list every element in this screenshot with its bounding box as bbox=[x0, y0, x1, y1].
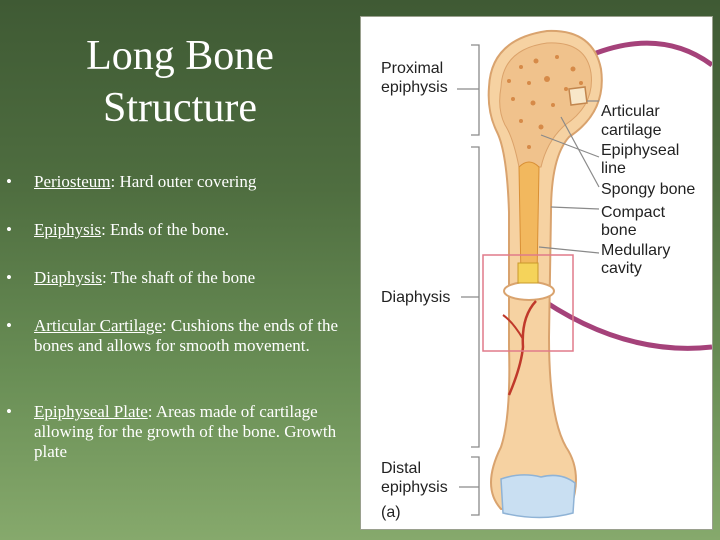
definition-articular-cartilage: Cushions the ends of the bones and allow… bbox=[34, 316, 339, 355]
title-line-2: Structure bbox=[103, 85, 257, 131]
cross-section-top bbox=[503, 281, 555, 301]
definition-epiphyseal-plate: Areas made of cartilage allowing for the… bbox=[34, 402, 337, 461]
definition-epiphysis: Ends of the bone. bbox=[105, 220, 230, 239]
term-diaphysis: Diaphysis bbox=[34, 268, 102, 287]
title-line-1: Long Bone bbox=[86, 33, 274, 79]
cross-section-marrow bbox=[517, 262, 539, 284]
bullet-marker: • bbox=[6, 402, 12, 421]
term-separator: : bbox=[102, 268, 107, 287]
label-panel: (a) bbox=[381, 504, 401, 521]
definition-diaphysis: The shaft of the bone bbox=[106, 268, 256, 287]
decorative-arc-mid bbox=[529, 289, 712, 351]
term-articular-cartilage: Articular Cartilage bbox=[34, 316, 162, 335]
slide-title: Long Bone Structure bbox=[40, 30, 320, 134]
label-medullary-1: Medullary bbox=[601, 242, 670, 259]
label-epiphyseal-1: Epiphyseal bbox=[601, 142, 679, 159]
term-separator: : bbox=[161, 316, 167, 335]
term-epiphyseal-plate: Epiphyseal Plate bbox=[34, 402, 148, 421]
distal-articular-cartilage bbox=[500, 474, 576, 519]
definition-periosteum: Hard outer covering bbox=[115, 172, 257, 191]
label-spongy: Spongy bone bbox=[601, 181, 695, 198]
bullet-marker: • bbox=[6, 316, 12, 335]
bullet-marker: • bbox=[6, 268, 12, 287]
blood-vessel-branch bbox=[502, 314, 524, 340]
label-distal-2: epiphysis bbox=[381, 479, 448, 496]
term-separator: : bbox=[110, 172, 116, 191]
label-epiphyseal-2: line bbox=[601, 160, 626, 177]
label-articular-2: cartilage bbox=[601, 122, 662, 139]
label-compact-2: bone bbox=[601, 222, 637, 239]
label-articular-1: Articular bbox=[601, 103, 660, 120]
label-proximal-2: epiphysis bbox=[381, 79, 448, 96]
term-epiphysis: Epiphysis bbox=[34, 220, 102, 239]
bullet-marker: • bbox=[6, 220, 12, 239]
bone-diagram: Proximal epiphysis Diaphysis Distal epip… bbox=[360, 16, 713, 530]
term-separator: : bbox=[101, 220, 106, 239]
bullet-marker: • bbox=[6, 172, 12, 191]
articular-cartilage-notch bbox=[568, 86, 588, 106]
medullary-cavity bbox=[518, 161, 540, 280]
label-medullary-2: cavity bbox=[601, 260, 642, 277]
right-leader-lines bbox=[538, 100, 600, 254]
label-proximal-1: Proximal bbox=[381, 60, 443, 77]
highlight-box bbox=[482, 254, 574, 352]
bone-diagram-svg: Proximal epiphysis Diaphysis Distal epip… bbox=[381, 29, 712, 521]
term-periosteum: Periosteum bbox=[34, 172, 111, 191]
label-diaphysis: Diaphysis bbox=[381, 289, 450, 306]
blood-vessel bbox=[507, 300, 537, 396]
term-separator: : bbox=[147, 402, 153, 421]
left-brackets bbox=[457, 44, 480, 516]
label-distal-1: Distal bbox=[381, 460, 421, 477]
decorative-arc-top bbox=[590, 40, 712, 68]
label-compact-1: Compact bbox=[601, 204, 666, 221]
spongy-texture bbox=[507, 55, 583, 149]
